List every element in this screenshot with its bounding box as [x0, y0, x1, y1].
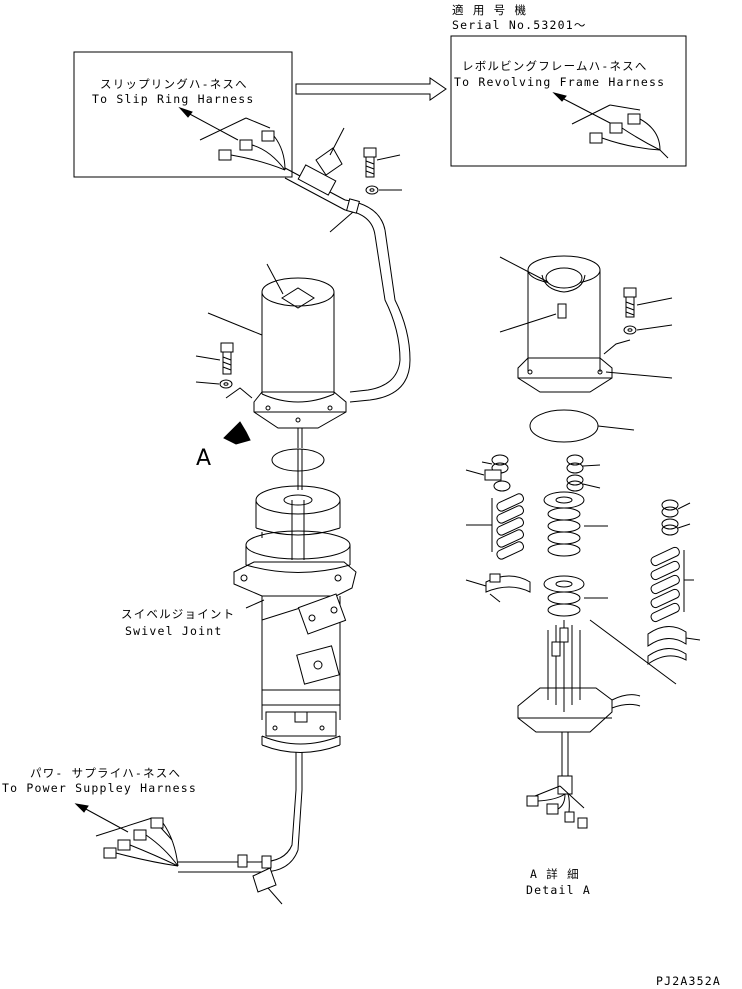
swivel-jp-label: スイベルジョイント	[121, 607, 236, 621]
detail-a-o-ring	[529, 409, 599, 443]
slip-ring-connectors	[178, 106, 286, 171]
revolving-en-label: To Revolving Frame Harness	[454, 75, 666, 89]
revolving-jp-label: レボルビングフレームハ-ネスへ	[462, 59, 648, 73]
drawing-code: PJ2A352A	[656, 974, 721, 988]
detail-a-slip-ring-base	[517, 619, 677, 829]
swivel-en-label: Swivel Joint	[125, 624, 223, 638]
bolt-right	[603, 287, 673, 355]
power-cable	[178, 752, 303, 905]
slip-ring-callout-box	[73, 51, 293, 178]
bolt-left	[195, 342, 253, 399]
view-a-marker: A	[196, 446, 212, 471]
swivel-cover	[207, 263, 347, 448]
power-en-label: To Power Suppley Harness	[2, 781, 197, 795]
revolving-callout-box	[450, 35, 687, 167]
revolving-connectors	[552, 92, 669, 159]
view-a-arrow	[223, 421, 251, 445]
detail-a-en-label: Detail A	[526, 883, 591, 897]
bolt-upper	[363, 147, 402, 195]
power-jp-label: パワ- サプライハ-ネスへ	[30, 766, 182, 780]
detail-a-cover	[499, 255, 673, 393]
right-arrow	[295, 77, 447, 101]
serial-en-label: Serial No.53201〜	[452, 18, 587, 32]
detail-a-jp-label: A 詳 細	[530, 867, 580, 881]
swivel-joint-body	[233, 485, 357, 753]
detail-a-left-parts	[465, 454, 531, 603]
detail-a-mid-parts	[543, 454, 608, 617]
power-connectors	[74, 803, 179, 867]
detail-a-right-parts	[647, 499, 701, 665]
slip-ring-jp-label: スリップリングハ-ネスへ	[100, 77, 248, 91]
slip-ring-en-label: To Slip Ring Harness	[92, 92, 255, 106]
slip-ring-cable	[284, 127, 411, 403]
serial-jp-label: 適 用 号 機	[452, 3, 528, 17]
